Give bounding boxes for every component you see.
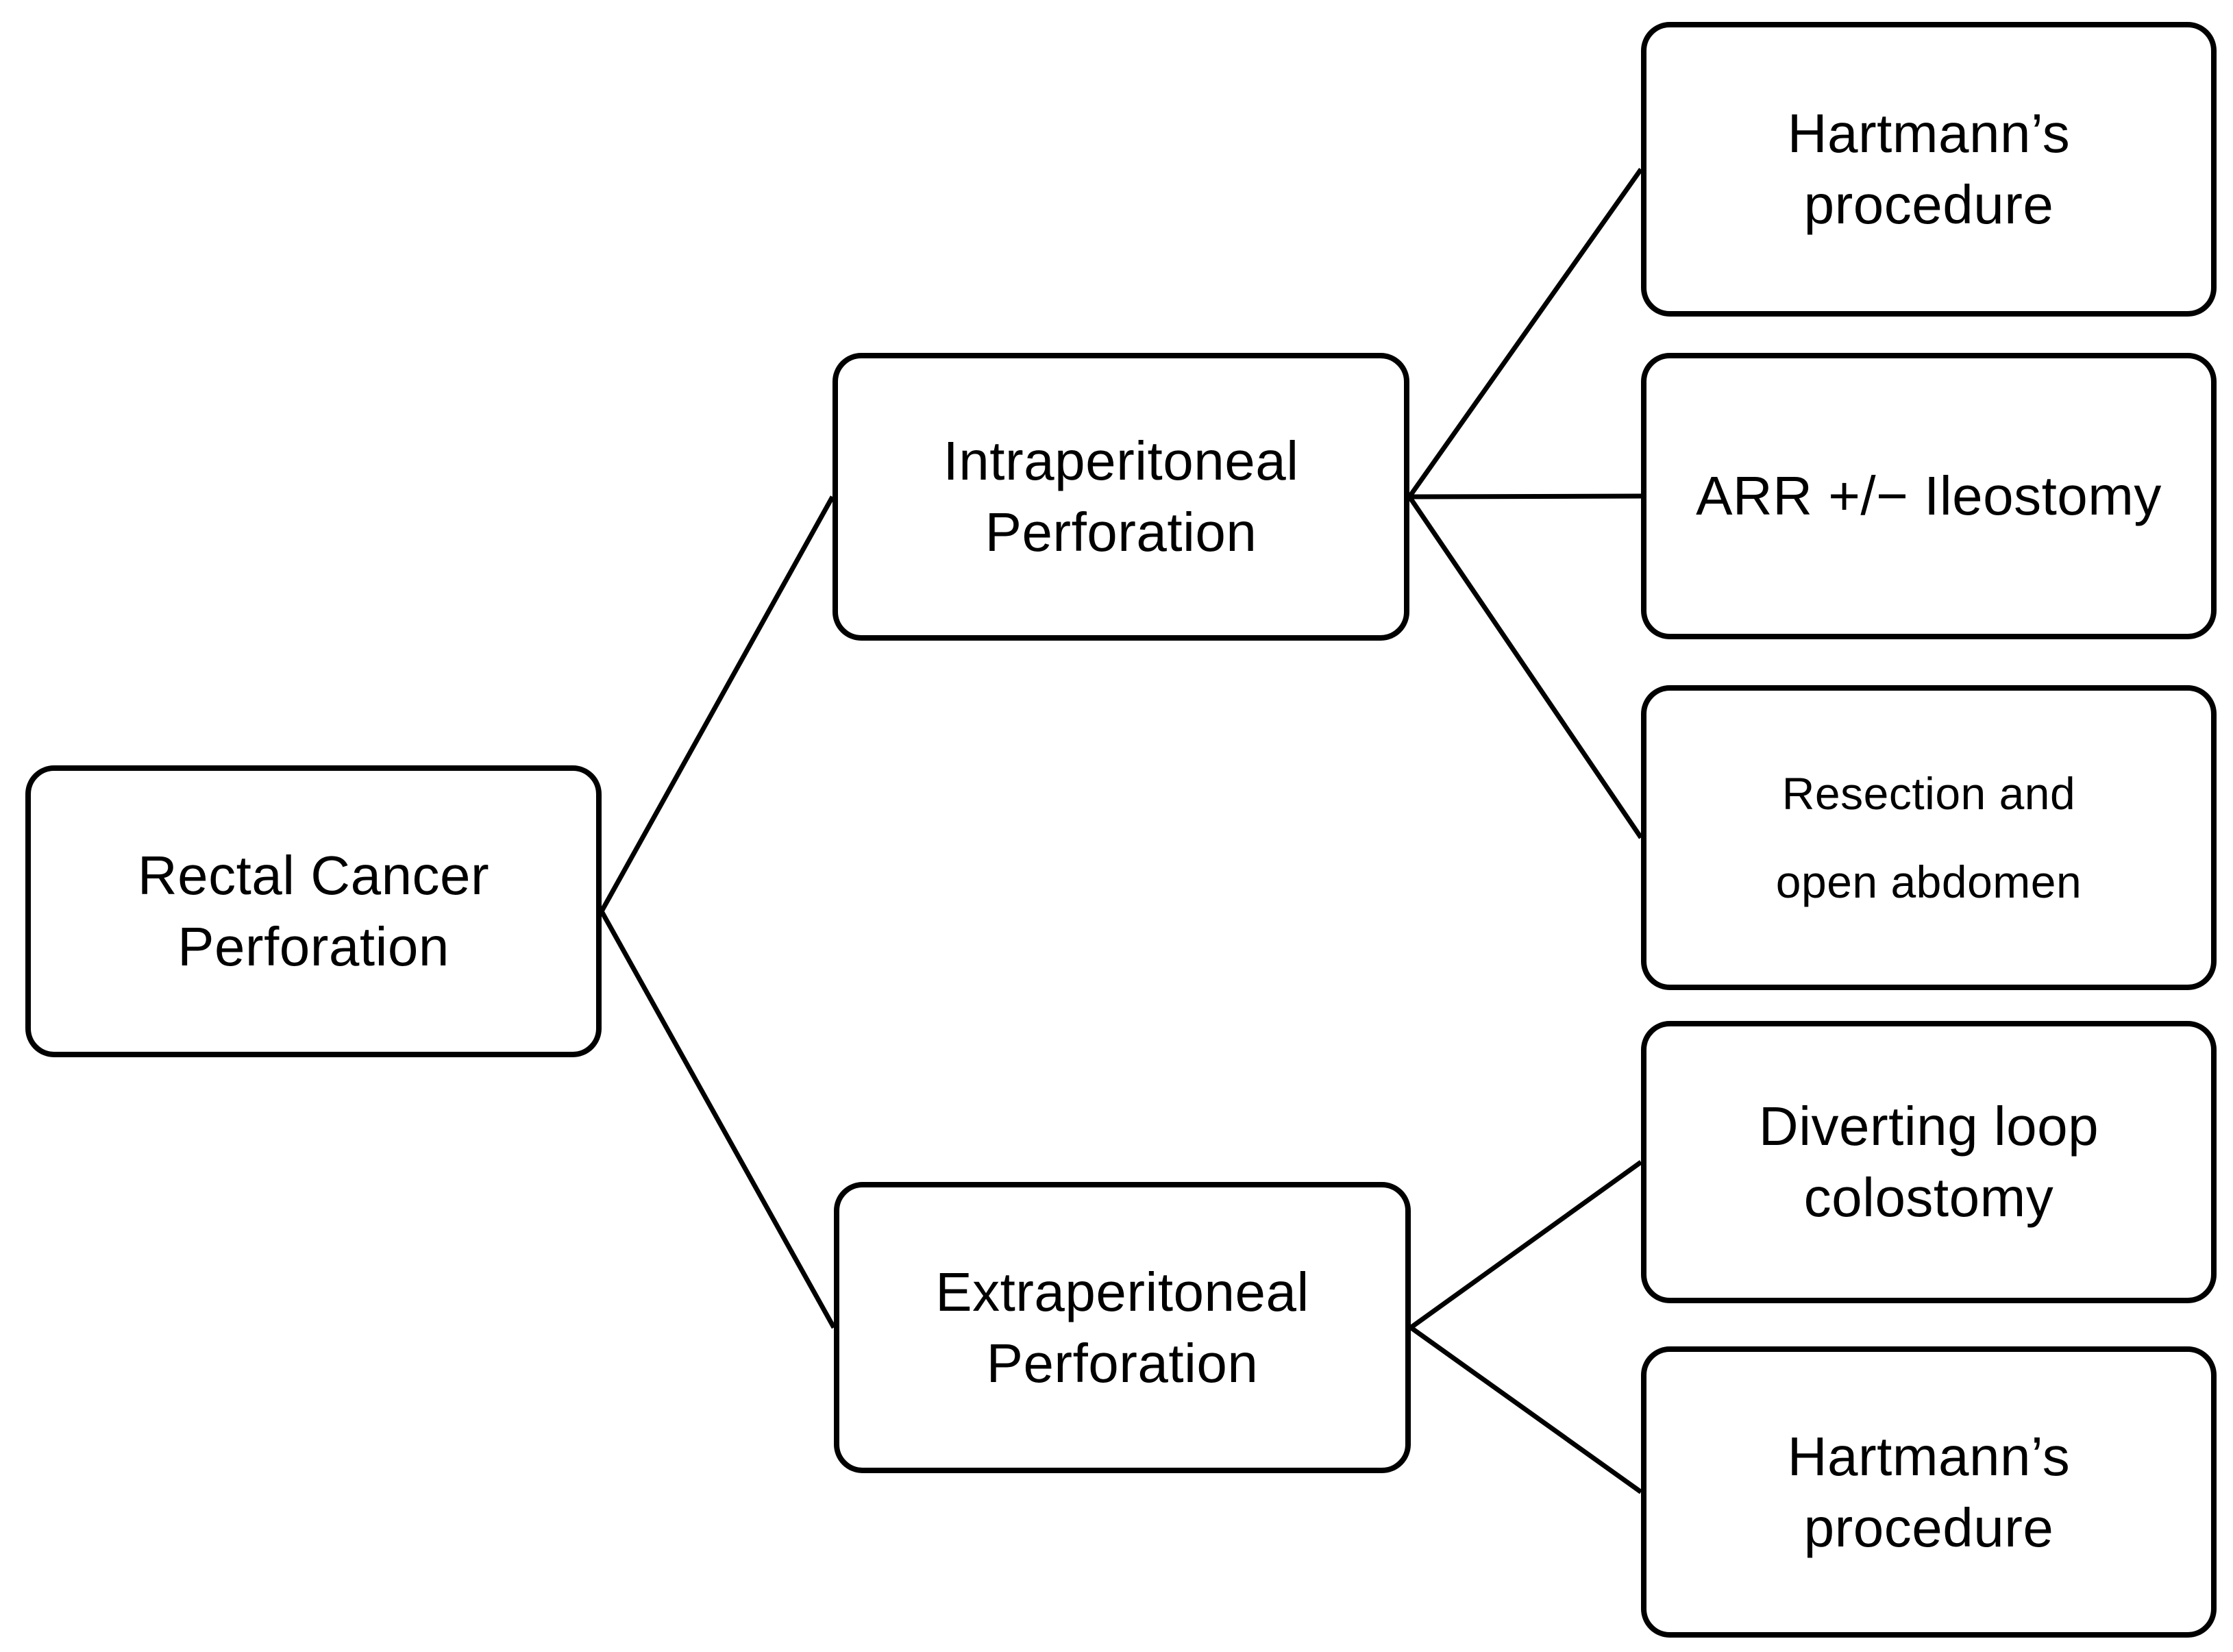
node-label-extraperitoneal-perforation: Extraperitoneal Perforation — [935, 1261, 1309, 1394]
node-extraperitoneal-perforation: Extraperitoneal Perforation — [834, 1182, 1411, 1473]
edge-root-to-intraperitoneal — [599, 495, 835, 913]
edge-extraperitoneal-to-hartmanns — [1409, 1325, 1643, 1494]
node-label-diverting-loop-colostomy: Diverting loop colostomy — [1758, 1096, 2099, 1228]
node-diverting-loop-colostomy: Diverting loop colostomy — [1641, 1021, 2217, 1303]
node-label-hartmanns-procedure-top: Hartmann’s procedure — [1787, 103, 2071, 235]
edge-intraperitoneal-to-hartmanns — [1407, 167, 1643, 499]
edge-intraperitoneal-to-resection — [1407, 495, 1643, 839]
edge-root-to-extraperitoneal — [599, 910, 837, 1329]
node-label-arr-ileostomy: ARR +/− Ileostomy — [1696, 465, 2162, 526]
node-label-resection-open-abdomen: Resection and open abdomen — [1775, 767, 2082, 907]
node-rectal-cancer-perforation: Rectal Cancer Perforation — [25, 765, 602, 1057]
edge-intraperitoneal-to-arr — [1409, 493, 1642, 500]
node-hartmanns-procedure-top: Hartmann’s procedure — [1641, 22, 2217, 317]
node-label-intraperitoneal-perforation: Intraperitoneal Perforation — [943, 430, 1299, 563]
node-resection-open-abdomen: Resection and open abdomen — [1641, 685, 2217, 990]
node-arr-ileostomy: ARR +/− Ileostomy — [1641, 353, 2217, 639]
edge-extraperitoneal-to-diverting — [1409, 1160, 1643, 1330]
node-label-rectal-cancer-perforation: Rectal Cancer Perforation — [137, 845, 490, 977]
node-hartmanns-procedure-bottom: Hartmann’s procedure — [1641, 1346, 2217, 1638]
node-label-hartmanns-procedure-bottom: Hartmann’s procedure — [1787, 1425, 2071, 1558]
node-intraperitoneal-perforation: Intraperitoneal Perforation — [832, 353, 1409, 641]
